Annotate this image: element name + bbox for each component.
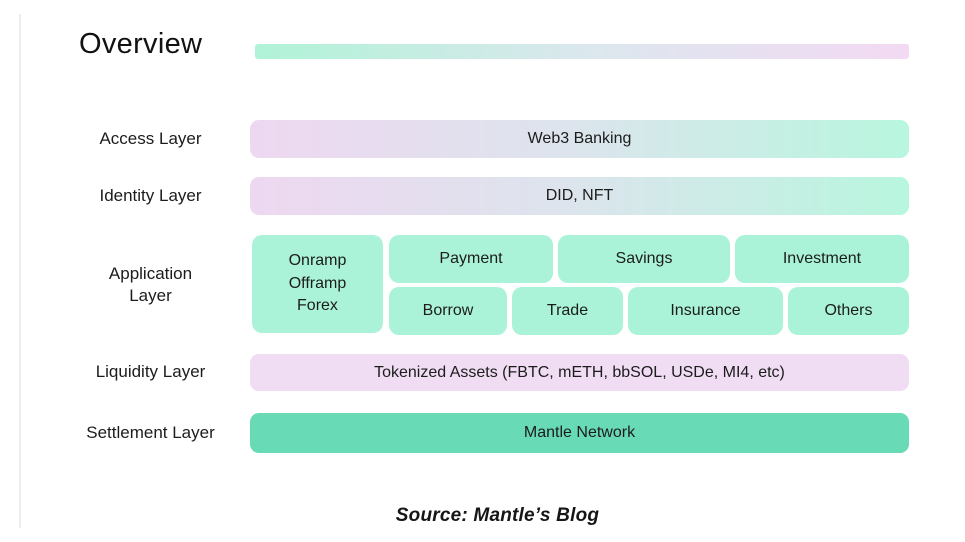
liquidity-layer-bar: Tokenized Assets (FBTC, mETH, bbSOL, USD… xyxy=(250,354,909,391)
app-box-others: Others xyxy=(788,287,909,335)
access-layer-content: Web3 Banking xyxy=(527,130,632,147)
page-title: Overview xyxy=(79,28,203,60)
settlement-layer-bar: Mantle Network xyxy=(250,413,909,453)
source-attribution: Source: Mantle’s Blog xyxy=(395,505,600,526)
app-box-trade: Trade xyxy=(512,287,623,335)
left-border-line xyxy=(19,14,21,528)
settlement-layer-label: Settlement Layer xyxy=(86,422,215,442)
identity-layer-content: DID, NFT xyxy=(545,187,614,204)
title-gradient-bar xyxy=(255,44,909,59)
app-box-savings: Savings xyxy=(558,235,730,283)
access-layer-label: Access Layer xyxy=(99,128,202,148)
identity-layer-bar: DID, NFT xyxy=(250,177,909,215)
identity-layer-label: Identity Layer xyxy=(99,185,202,205)
app-box-insurance: Insurance xyxy=(628,287,783,335)
liquidity-layer-label: Liquidity Layer xyxy=(95,362,206,382)
app-box-borrow: Borrow xyxy=(389,287,507,335)
liquidity-layer-content: Tokenized Assets (FBTC, mETH, bbSOL, USD… xyxy=(374,363,785,381)
app-box-onramp-offramp-forex: Onramp Offramp Forex xyxy=(252,235,383,333)
application-layer-label: Application Layer xyxy=(108,263,193,305)
settlement-layer-content: Mantle Network xyxy=(523,424,636,441)
app-box-investment: Investment xyxy=(735,235,909,283)
app-box-payment: Payment xyxy=(389,235,553,283)
access-layer-bar: Web3 Banking xyxy=(250,120,909,158)
application-layer-grid: Onramp Offramp Forex Payment Savings Inv… xyxy=(250,235,909,335)
